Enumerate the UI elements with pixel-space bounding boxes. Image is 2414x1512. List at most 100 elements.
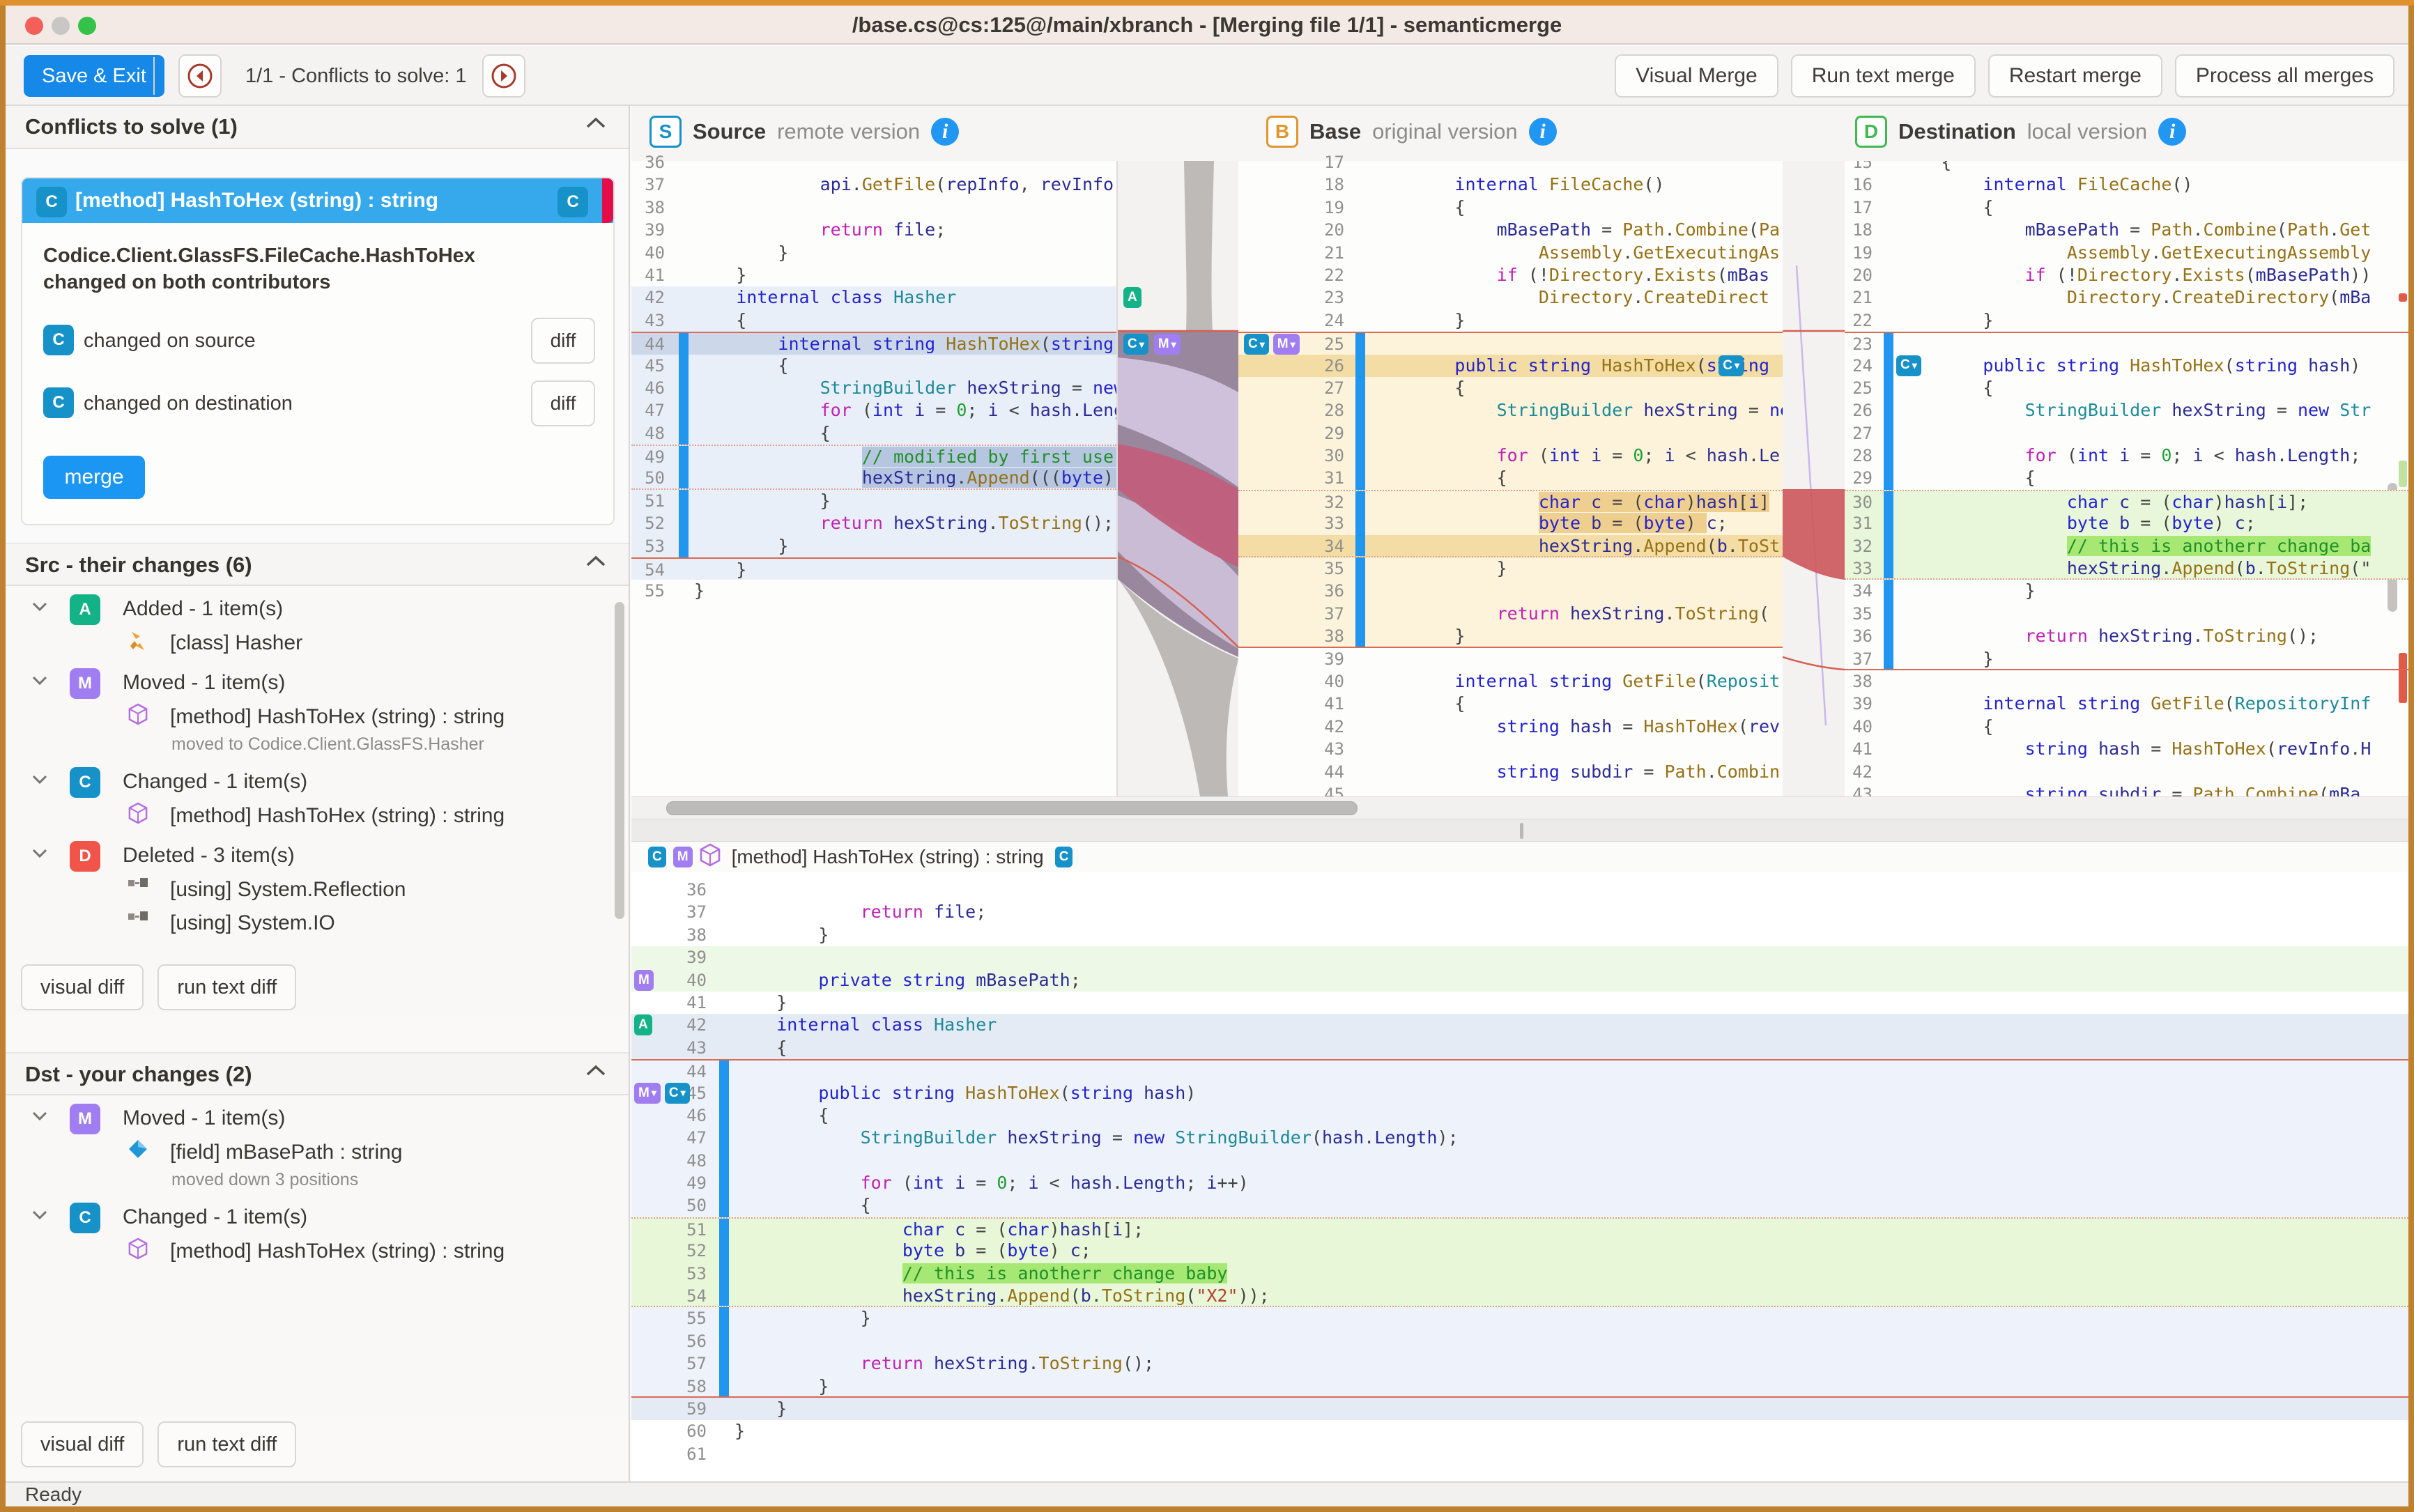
diff-source-button[interactable]: diff bbox=[531, 318, 595, 364]
save-exit-button[interactable]: Save & Exit bbox=[24, 55, 164, 97]
visual-merge-button[interactable]: Visual Merge bbox=[1615, 54, 1778, 98]
changed-badge[interactable]: C▾ bbox=[664, 1082, 690, 1104]
code-text: internal FileCache() bbox=[1983, 174, 2193, 195]
expand-chevron-icon[interactable] bbox=[31, 1208, 49, 1221]
line-number: 35 bbox=[1852, 603, 1873, 624]
code-text: } bbox=[694, 490, 831, 511]
dst-section-header[interactable]: Dst - your changes (2) bbox=[6, 1052, 629, 1095]
tree-item[interactable]: [class] Hasher bbox=[6, 626, 629, 660]
code-line-61: 61 bbox=[631, 1443, 2408, 1465]
code-text: } bbox=[694, 264, 747, 285]
line-number: 26 bbox=[1852, 401, 1873, 421]
visual-diff-button[interactable]: visual diff bbox=[21, 1421, 144, 1467]
tree-item[interactable]: [using] System.Reflection bbox=[6, 873, 629, 907]
code-text: Directory.CreateDirectory(mBa bbox=[2066, 287, 2371, 308]
zoom-button[interactable] bbox=[78, 17, 96, 35]
changed-badge[interactable]: C▾ bbox=[1719, 355, 1744, 376]
code-text: char c = (char)hash[i]; bbox=[902, 1219, 1144, 1240]
process-all-merges-button[interactable]: Process all merges bbox=[2174, 54, 2394, 98]
code-line-42: 42 string hash = HashToHex(rev bbox=[1238, 716, 1783, 738]
collapse-chevron-icon[interactable] bbox=[584, 116, 608, 131]
code-text bbox=[1893, 333, 2408, 354]
merge-button[interactable]: merge bbox=[43, 456, 145, 499]
line-badge-gutter: A bbox=[631, 1014, 673, 1036]
code-line-53: 53 } bbox=[631, 534, 1116, 558]
sidebar-scrollbar-thumb[interactable] bbox=[615, 602, 624, 919]
code-text bbox=[729, 879, 2408, 901]
expand-chevron-icon[interactable] bbox=[31, 600, 49, 612]
restart-merge-button[interactable]: Restart merge bbox=[1988, 54, 2162, 98]
src-section-header[interactable]: Src - their changes (6) bbox=[6, 543, 629, 586]
tree-item[interactable]: [method] HashToHex (string) : string bbox=[6, 700, 629, 734]
changed-on-destination-row: C changed on destination diff bbox=[43, 380, 595, 432]
info-icon[interactable]: i bbox=[2158, 118, 2187, 146]
info-icon[interactable]: i bbox=[1528, 118, 1557, 146]
tree-item[interactable]: [method] HashToHex (string) : string bbox=[6, 1235, 629, 1268]
destination-code-panel[interactable]: 15 {16 internal FileCache()17 {18 mBaseP… bbox=[1845, 161, 2408, 796]
method-icon bbox=[128, 703, 148, 725]
code-line-52: 52 byte b = (byte) c; bbox=[631, 1240, 2408, 1263]
horizontal-scrollbar-thumb[interactable] bbox=[666, 801, 1358, 815]
conflicts-section-header[interactable]: Conflicts to solve (1) bbox=[6, 106, 629, 149]
method-block-bar bbox=[1355, 557, 1365, 580]
previous-conflict-button[interactable] bbox=[178, 54, 222, 98]
conflict-card[interactable]: C [method] HashToHex (string) : string C… bbox=[21, 177, 615, 525]
run-text-diff-button[interactable]: run text diff bbox=[157, 1421, 297, 1467]
code-line-43: 43 { bbox=[631, 309, 1116, 332]
bar-spacer bbox=[719, 1037, 729, 1059]
minimize-button[interactable] bbox=[52, 17, 70, 35]
code-text: } bbox=[735, 1375, 829, 1396]
collapse-chevron-icon[interactable] bbox=[584, 1063, 608, 1079]
changed-badge[interactable]: C▾ bbox=[1244, 334, 1269, 355]
line-number: 39 bbox=[686, 948, 707, 968]
next-conflict-button[interactable] bbox=[482, 54, 525, 98]
tree-item[interactable]: [using] System.IO bbox=[6, 907, 629, 940]
moved-badge[interactable]: M▾ bbox=[1273, 334, 1300, 355]
method-block-bar bbox=[1355, 354, 1365, 377]
info-icon[interactable]: i bbox=[931, 118, 960, 146]
merged-result-header: C M [method] HashToHex (string) : string… bbox=[631, 842, 2408, 872]
moved-badge[interactable]: M▾ bbox=[1153, 334, 1181, 355]
changed-badge[interactable]: C▾ bbox=[1123, 334, 1148, 355]
code-text: } bbox=[1899, 309, 1994, 330]
conflict-card-header[interactable]: C [method] HashToHex (string) : string C bbox=[22, 178, 613, 223]
line-number: 44 bbox=[645, 334, 665, 355]
horizontal-scrollbar-track[interactable] bbox=[631, 796, 2408, 819]
line-number: 49 bbox=[686, 1173, 707, 1194]
visual-diff-button[interactable]: visual diff bbox=[21, 964, 144, 1010]
run-text-diff-button[interactable]: run text diff bbox=[157, 964, 297, 1010]
code-line-47: 47 StringBuilder hexString = new StringB… bbox=[631, 1127, 2408, 1150]
run-text-merge-button[interactable]: Run text merge bbox=[1790, 54, 1976, 98]
code-line-25: C▾M▾25 bbox=[1238, 332, 1783, 355]
code-text: C▾ public string HashToHex(string hash) bbox=[1893, 355, 2408, 377]
expand-chevron-icon[interactable] bbox=[31, 847, 49, 859]
panel-splitter[interactable] bbox=[631, 819, 2408, 842]
annotation-mark-green[interactable] bbox=[2399, 461, 2407, 487]
conflicts-section-title: Conflicts to solve (1) bbox=[25, 114, 238, 139]
changed-badge[interactable]: C▾ bbox=[1896, 355, 1921, 376]
diff-destination-button[interactable]: diff bbox=[531, 380, 595, 426]
close-button[interactable] bbox=[25, 17, 43, 35]
annotation-mark-red[interactable] bbox=[2399, 293, 2407, 302]
expand-chevron-icon[interactable] bbox=[31, 674, 49, 686]
splitter-grip[interactable] bbox=[1520, 823, 1523, 839]
moved-badge[interactable]: M▾ bbox=[634, 1082, 661, 1104]
code-text: hexString.Append(((byte)(ch bbox=[689, 467, 1116, 488]
expand-chevron-icon[interactable] bbox=[31, 773, 49, 785]
annotation-mark-red[interactable] bbox=[2399, 653, 2407, 703]
tree-item[interactable]: [method] HashToHex (string) : string bbox=[6, 799, 629, 833]
code-line-21: 21 Directory.CreateDirectory(mBa bbox=[1845, 286, 2408, 309]
expand-chevron-icon[interactable] bbox=[31, 1109, 49, 1122]
collapse-chevron-icon[interactable] bbox=[584, 554, 608, 569]
tree-item[interactable]: [field] mBasePath : string bbox=[6, 1136, 629, 1169]
